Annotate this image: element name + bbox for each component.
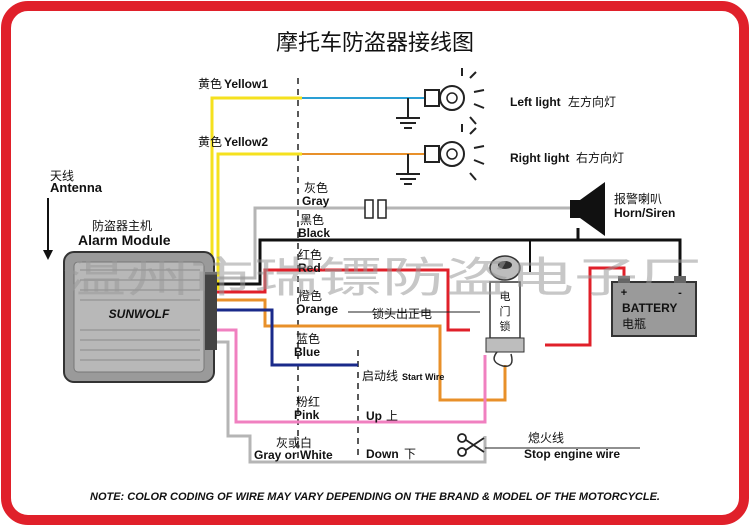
module-label-cn: 防盗器主机 — [92, 218, 152, 233]
down-label-en: Down — [366, 447, 399, 461]
up-label-cn: 上 — [386, 409, 398, 423]
antenna-arrow — [43, 250, 53, 260]
lock-char-3: 锁 — [500, 319, 511, 333]
orange-label-cn: 橙色 — [298, 288, 322, 303]
diagram-title: 摩托车防盗器接线图 — [276, 30, 474, 55]
black-label-cn: 黑色 — [300, 213, 324, 227]
black-wire — [205, 238, 682, 286]
gray-white-label-cn: 灰或白 — [276, 435, 312, 450]
yellow2-label-en: Yellow2 — [224, 135, 268, 149]
battery-label-en: BATTERY — [622, 301, 677, 315]
module-brand: SUNWOLF — [109, 307, 170, 321]
red-battery-wire — [545, 266, 626, 347]
start-wire-label-cn: 启动线 — [362, 369, 398, 383]
red-wire — [205, 268, 470, 332]
module-label-en: Alarm Module — [78, 232, 171, 248]
right-light-bulb-icon — [396, 124, 485, 185]
orange-label-en: Orange — [296, 302, 338, 316]
footnote: NOTE: COLOR CODING OF WIRE MAY VARY DEPE… — [90, 491, 660, 503]
blue-label-cn: 蓝色 — [296, 332, 320, 346]
antenna-label-cn: 天线 — [50, 169, 74, 183]
red-label-cn: 红色 — [298, 247, 322, 262]
orange-wire — [205, 298, 507, 402]
lock-char-1: 电 — [500, 290, 511, 303]
pink-wire — [205, 328, 487, 424]
antenna-label-en: Antenna — [50, 180, 103, 195]
scissors-icon — [457, 433, 485, 457]
pink-label-en: Pink — [294, 408, 320, 422]
stop-wire-label-cn: 熄火线 — [528, 431, 564, 445]
gray-label-cn: 灰色 — [304, 181, 328, 195]
capacitor-plate-a — [364, 199, 374, 219]
gray-wire — [205, 206, 365, 280]
battery-label-cn: 电瓶 — [622, 317, 646, 331]
yellow1-label-en: Yellow1 — [224, 77, 268, 91]
left-light-bulb-icon — [396, 68, 485, 129]
start-wire-label-en: Start Wire — [402, 372, 444, 382]
horn-label-en: Horn/Siren — [614, 206, 675, 220]
yellow2-label-cn: 黄色 — [198, 135, 222, 149]
up-label-en: Up — [366, 409, 382, 423]
module-grille — [80, 269, 200, 361]
red-label-en: Red — [298, 261, 321, 275]
black-label-en: Black — [298, 226, 330, 240]
battery-plus: + — [621, 287, 627, 299]
horn-label-cn: 报警喇叭 — [614, 191, 662, 206]
down-label-cn: 下 — [404, 447, 416, 461]
right-light-label-en: Right light — [510, 151, 569, 165]
left-light-label-cn: 左方向灯 — [568, 94, 616, 109]
blue-wire — [205, 308, 358, 367]
watermark-text: 温州市瑞镖防盗电子厂 — [62, 253, 702, 302]
stop-wire-label-en: Stop engine wire — [524, 447, 620, 461]
right-light-label-cn: 右方向灯 — [576, 150, 624, 165]
ignition-lock-icon — [485, 255, 525, 367]
battery-icon — [611, 276, 697, 337]
capacitor-plate-b — [377, 199, 387, 219]
blue-label-en: Blue — [294, 345, 320, 359]
left-light-label-en: Left light — [510, 95, 561, 109]
module-connector — [205, 272, 217, 350]
alarm-module: SUNWOLF — [63, 251, 217, 383]
pink-label-cn: 粉红 — [296, 394, 320, 409]
yellow1-wire — [210, 96, 302, 290]
gray-white-label-en: Gray or White — [254, 448, 333, 462]
yellow2-wire — [216, 152, 302, 290]
gray-label-en: Gray — [302, 194, 330, 208]
yellow1-label-cn: 黄色 — [198, 77, 222, 91]
lock-char-2: 门 — [500, 304, 511, 318]
battery-minus: - — [678, 287, 682, 299]
horn-icon — [570, 182, 605, 236]
lock-out-label: 锁头出正电 — [372, 306, 432, 321]
gray-white-wire — [205, 340, 487, 464]
